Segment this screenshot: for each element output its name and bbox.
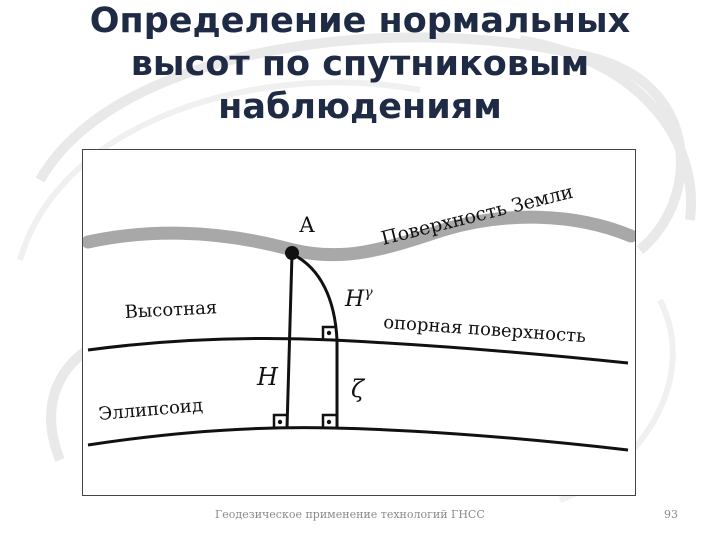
right-angle-marker-upper: [321, 325, 337, 339]
label-point-a: А: [299, 213, 315, 237]
point-a-marker: [285, 246, 299, 260]
label-zeta: ζ: [351, 375, 366, 403]
height-diagram-svg: Поверхность Земли А Hγ Высотная опорная …: [83, 181, 635, 452]
ellipsoid-curve: [87, 426, 629, 452]
right-angle-dot-upper: [326, 330, 332, 336]
page-number: 93: [664, 508, 678, 521]
height-diagram: Поверхность Земли А Hγ Высотная опорная …: [82, 149, 636, 496]
slide-title-line-3: наблюдениям: [218, 87, 502, 127]
label-geodetic-height: H: [256, 363, 279, 391]
right-angle-marker-lower-left: [272, 413, 287, 428]
right-angle-dot-lower-right: [326, 419, 332, 425]
slide-title: Определение нормальных высот по спутнико…: [60, 0, 660, 129]
slide-footer: Геодезическое применение технологий ГНСС: [215, 508, 485, 521]
reference-surface-curve: [87, 336, 629, 365]
label-reference-right: опорная поверхность: [383, 312, 587, 347]
label-normal-height-letter: H: [344, 287, 365, 312]
geodetic-height-line: [285, 253, 294, 429]
slide-title-line-2: высот по спутниковым: [130, 44, 590, 84]
normal-height-line: [291, 252, 339, 428]
slide-title-line-1: Определение нормальных: [89, 1, 631, 41]
label-normal-height-superscript: γ: [364, 285, 373, 301]
label-ellipsoid: Эллипсоид: [98, 395, 204, 425]
earth-surface-curve: [83, 210, 635, 262]
right-angle-dot-lower-left: [277, 419, 283, 425]
label-normal-height: Hγ: [344, 285, 373, 312]
right-angle-marker-lower-right: [321, 413, 337, 428]
label-reference-left: Высотная: [124, 297, 217, 323]
